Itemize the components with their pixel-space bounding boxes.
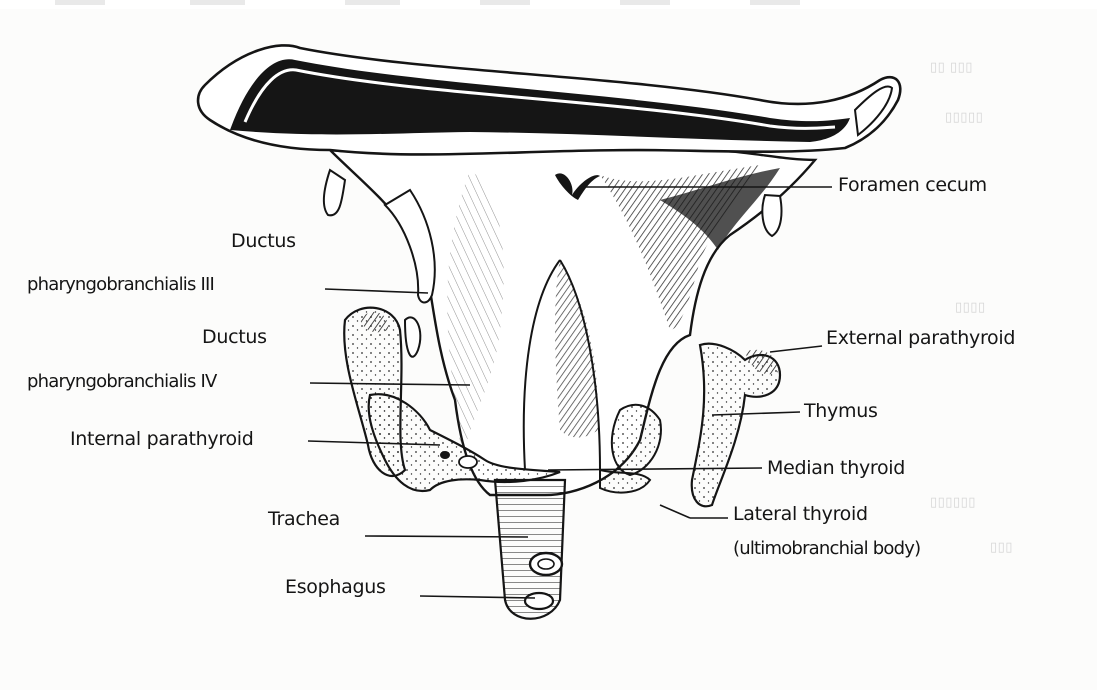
label-esophagus: Esophagus: [285, 576, 386, 598]
label-trachea: Trachea: [268, 508, 340, 530]
label-ductus-iv-line1: Ductus: [202, 326, 267, 348]
label-lateral-thyroid-line1: Lateral thyroid: [733, 503, 868, 525]
label-thymus: Thymus: [804, 400, 878, 422]
label-lateral-thyroid-line2: (ultimobranchial body): [733, 538, 920, 560]
label-median-thyroid: Median thyroid: [767, 457, 905, 479]
label-ductus-iii-line2: pharyngobranchialis III: [27, 274, 214, 296]
label-ductus-iii-line1: Ductus: [231, 230, 296, 252]
label-ductus-iv-line2: pharyngobranchialis IV: [27, 371, 217, 393]
label-foramen-cecum: Foramen cecum: [838, 174, 987, 196]
label-external-parathyroid: External parathyroid: [826, 327, 1015, 349]
pharyngeal-roof: [198, 45, 900, 154]
label-internal-parathyroid: Internal parathyroid: [70, 428, 254, 450]
